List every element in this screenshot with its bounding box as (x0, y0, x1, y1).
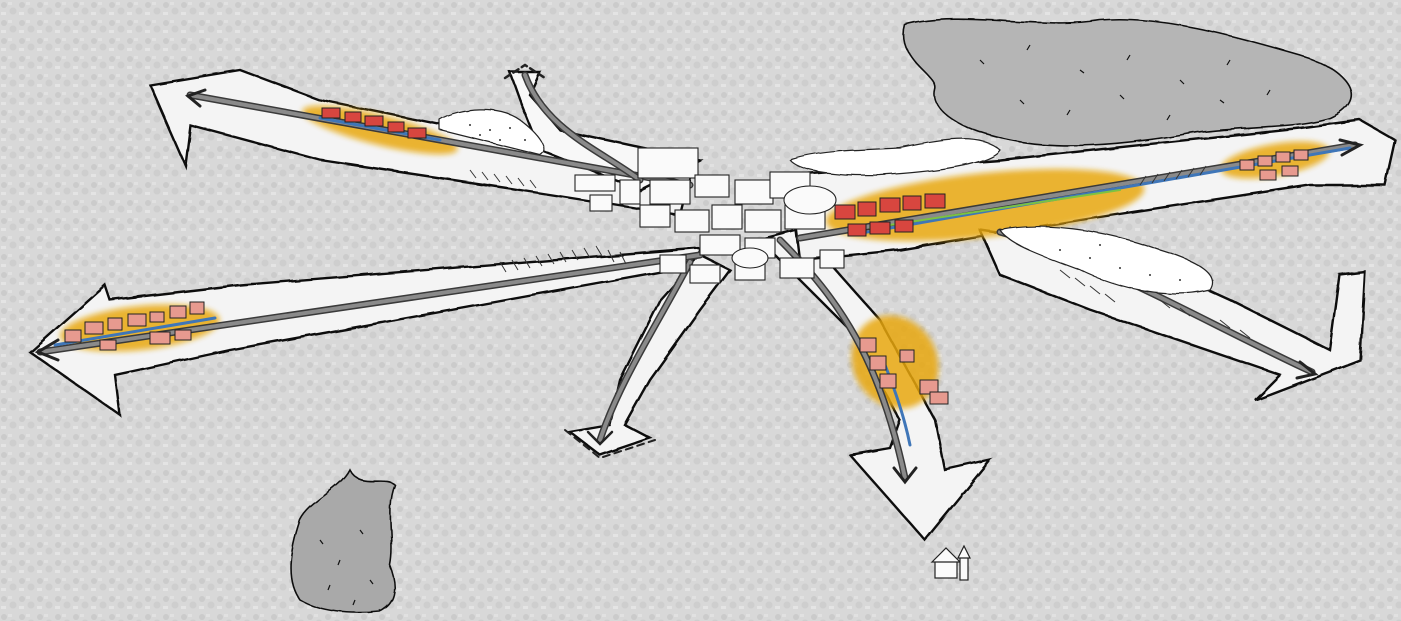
corridor-sketch-diagram (0, 0, 1401, 621)
sketch-diagram-canvas (0, 0, 1401, 621)
